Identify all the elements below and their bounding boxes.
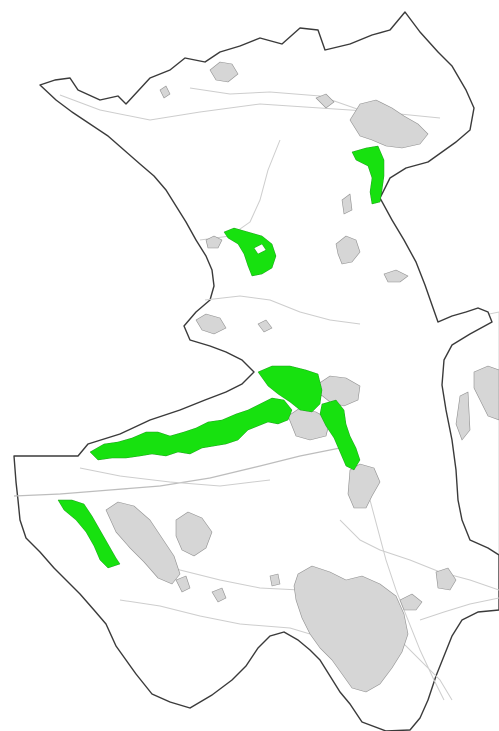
urban-area	[473, 365, 499, 421]
protected-area[interactable]	[319, 399, 361, 471]
urban-area	[105, 501, 181, 585]
road	[339, 519, 499, 591]
region-boundary[interactable]	[13, 11, 499, 731]
urban-area	[347, 463, 381, 509]
protected-area[interactable]	[223, 227, 277, 277]
urban-area	[211, 587, 227, 603]
urban-area	[195, 313, 227, 335]
protected-area[interactable]	[89, 397, 293, 461]
urban-area	[175, 575, 191, 593]
protected-area[interactable]	[351, 145, 385, 205]
urban-area	[175, 511, 213, 557]
urban-area	[349, 99, 429, 149]
protected-area[interactable]	[57, 499, 121, 569]
protected-area-enclave	[253, 243, 267, 255]
urban-area	[435, 567, 457, 591]
urban-area	[341, 193, 353, 215]
urban-area	[257, 319, 273, 333]
road	[119, 599, 331, 641]
urban-area	[293, 565, 409, 693]
urban-area	[315, 93, 335, 109]
urban-area	[209, 61, 239, 83]
road	[79, 467, 271, 487]
urban-area	[383, 269, 409, 283]
road	[399, 639, 453, 701]
road	[13, 447, 341, 497]
urban-area	[205, 235, 223, 249]
road	[199, 139, 281, 241]
urban-area	[455, 391, 471, 441]
road	[204, 295, 361, 325]
urban-area	[335, 235, 361, 265]
road	[419, 597, 499, 621]
urban-area	[399, 593, 423, 611]
urban-area	[269, 573, 281, 587]
urban-area	[159, 85, 171, 99]
road	[189, 87, 361, 111]
urban-area	[317, 375, 361, 407]
protected-area[interactable]	[257, 365, 323, 413]
